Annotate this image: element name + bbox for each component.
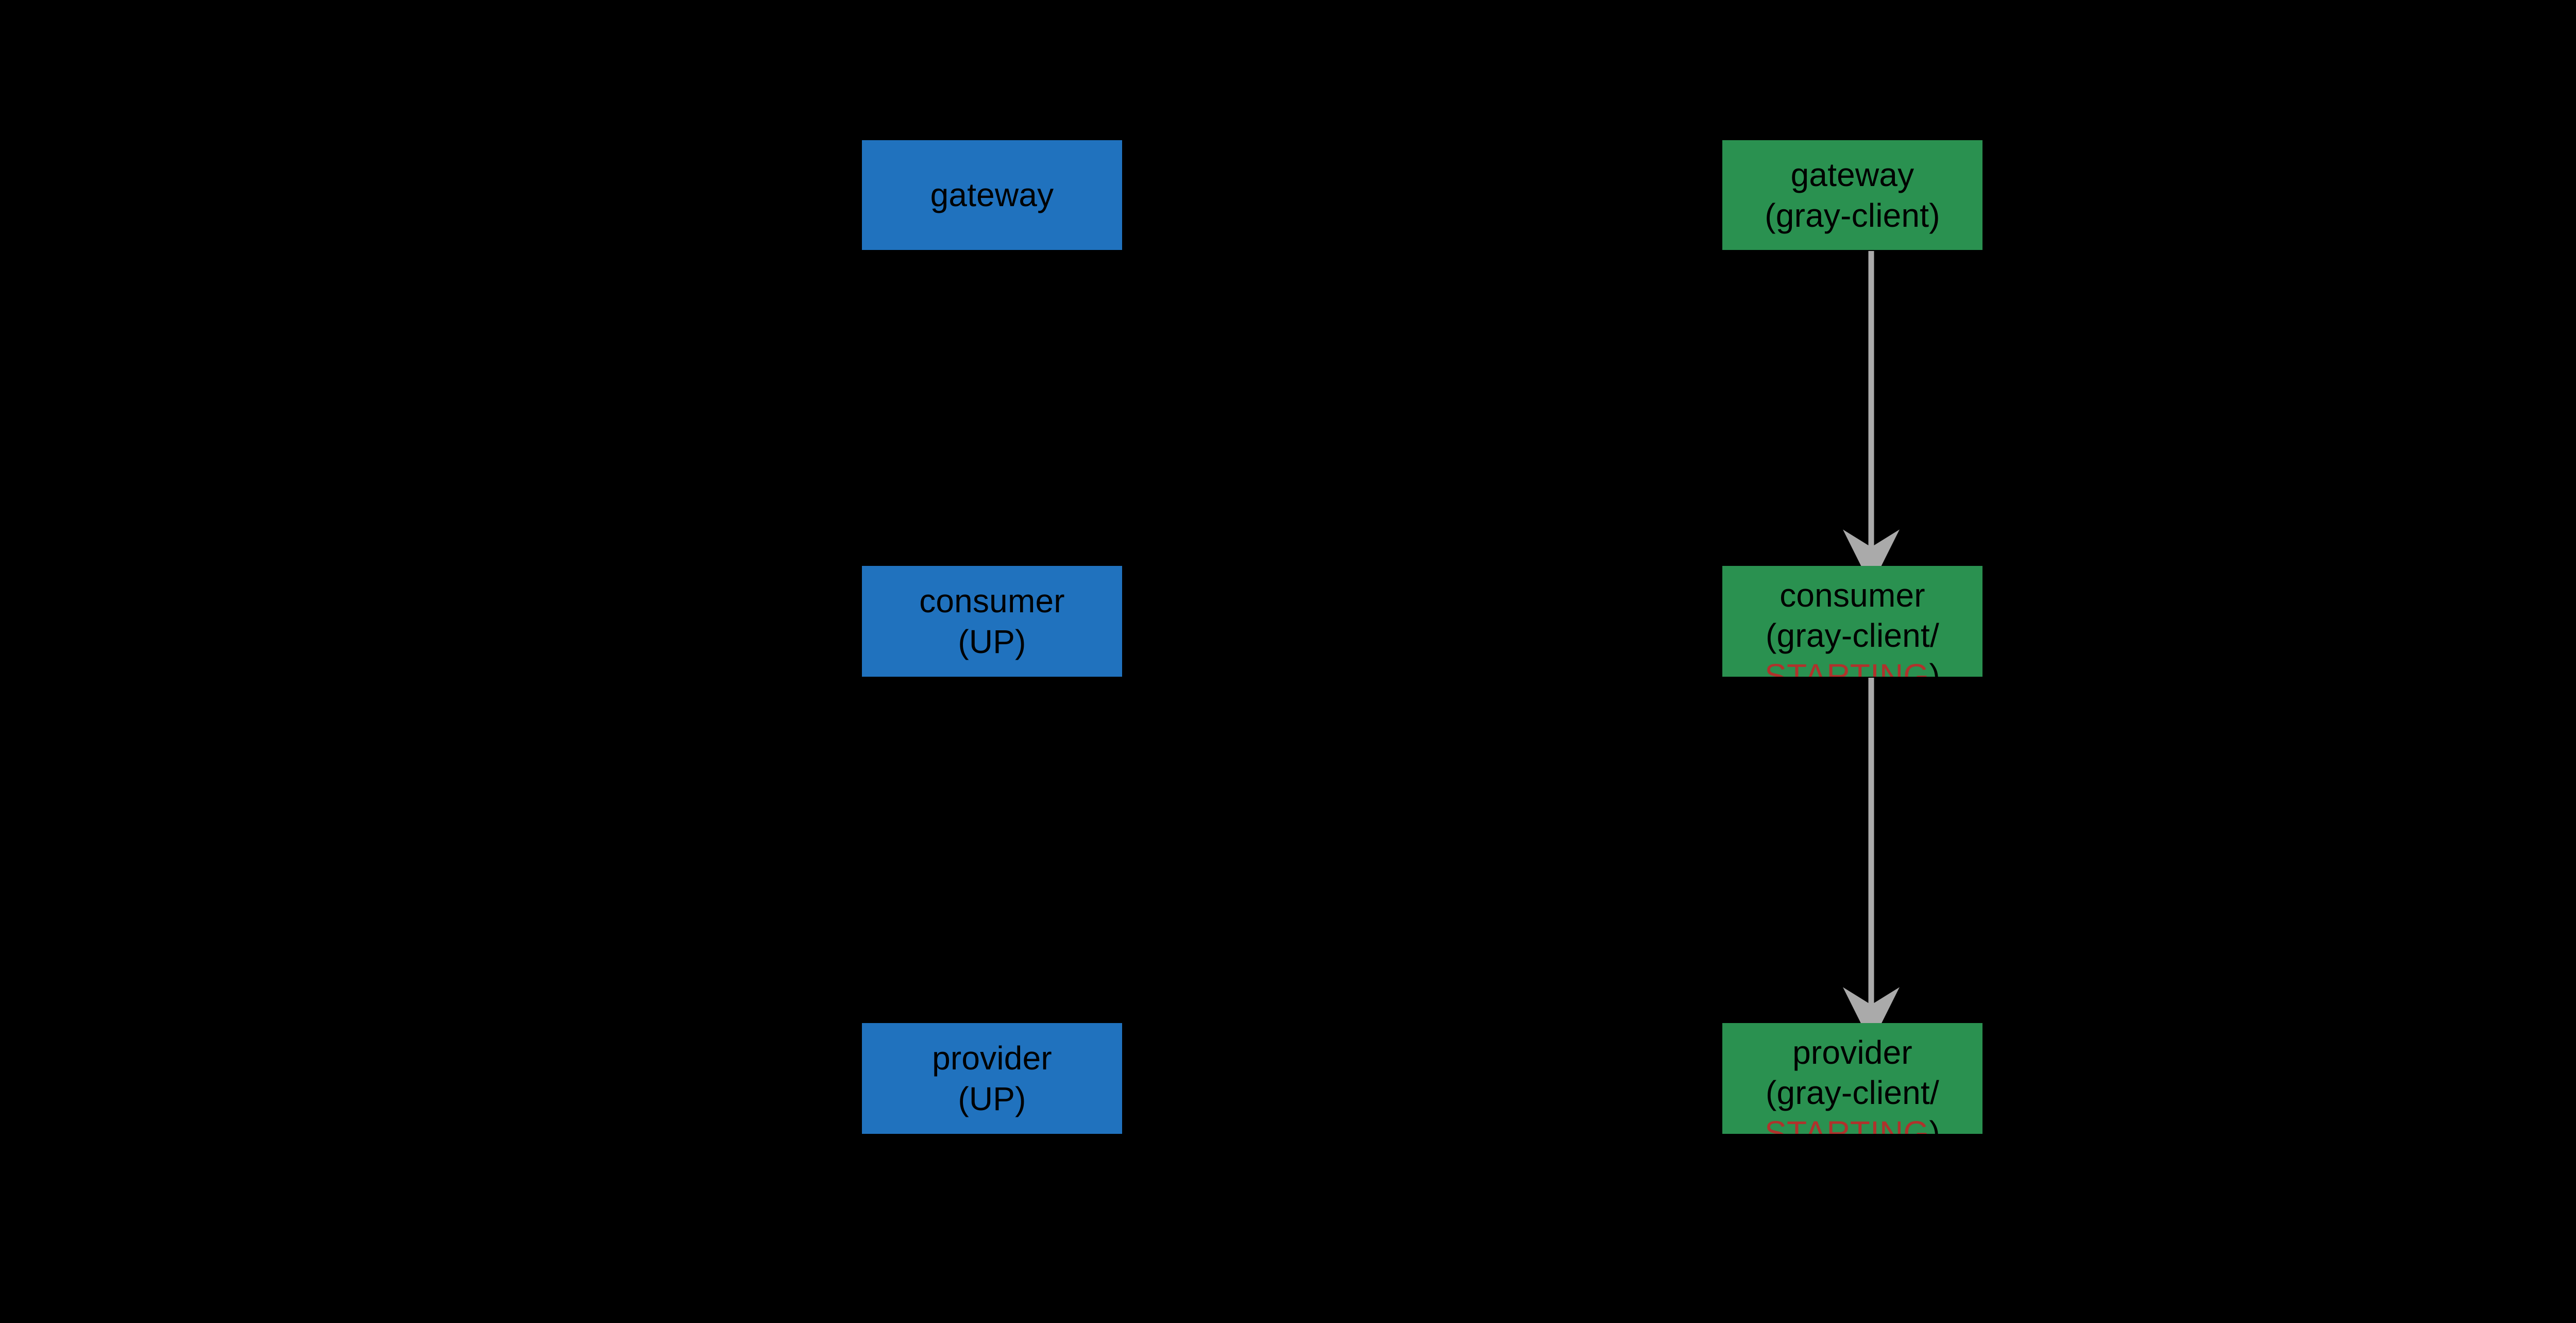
node-label-line-1: provider [932,1040,1052,1077]
node-label-line-1: gateway [1790,156,1914,194]
node-label-line-2: (gray-client) [1765,196,1940,234]
node-provider-gray-client[interactable]: provider (gray-client/ STARTING) [1722,1023,1982,1134]
status-paren-close: ) [1929,1114,1940,1134]
node-label-line-2: (gray-client/ [1766,1074,1939,1112]
node-label-line-2-clipped: up [862,245,1122,250]
node-label-line-1: consumer [919,582,1065,620]
status-badge-starting: STARTING [1765,657,1929,677]
node-label-line-3: STARTING) [1765,1113,1940,1134]
node-label-line-2: (UP) [958,623,1026,660]
node-label-line-2: (UP) [958,1080,1026,1117]
node-gateway-baseline[interactable]: gateway up [862,140,1122,250]
node-gateway-gray-client[interactable]: gateway (gray-client) [1722,140,1982,250]
node-label-line-1: provider [1792,1034,1912,1071]
status-badge-starting: STARTING [1765,1114,1929,1134]
node-consumer-gray-client[interactable]: consumer (gray-client/ STARTING) [1722,566,1982,677]
node-label-line-1: consumer [1780,577,1925,614]
node-label-line-1: gateway [930,176,1054,214]
node-label-line-3: STARTING) [1765,656,1940,677]
status-paren-close: ) [1929,657,1940,677]
node-provider-baseline[interactable]: provider (UP) [862,1023,1122,1134]
node-label-line-2: (gray-client/ [1766,617,1939,655]
node-consumer-baseline[interactable]: consumer (UP) [862,566,1122,677]
